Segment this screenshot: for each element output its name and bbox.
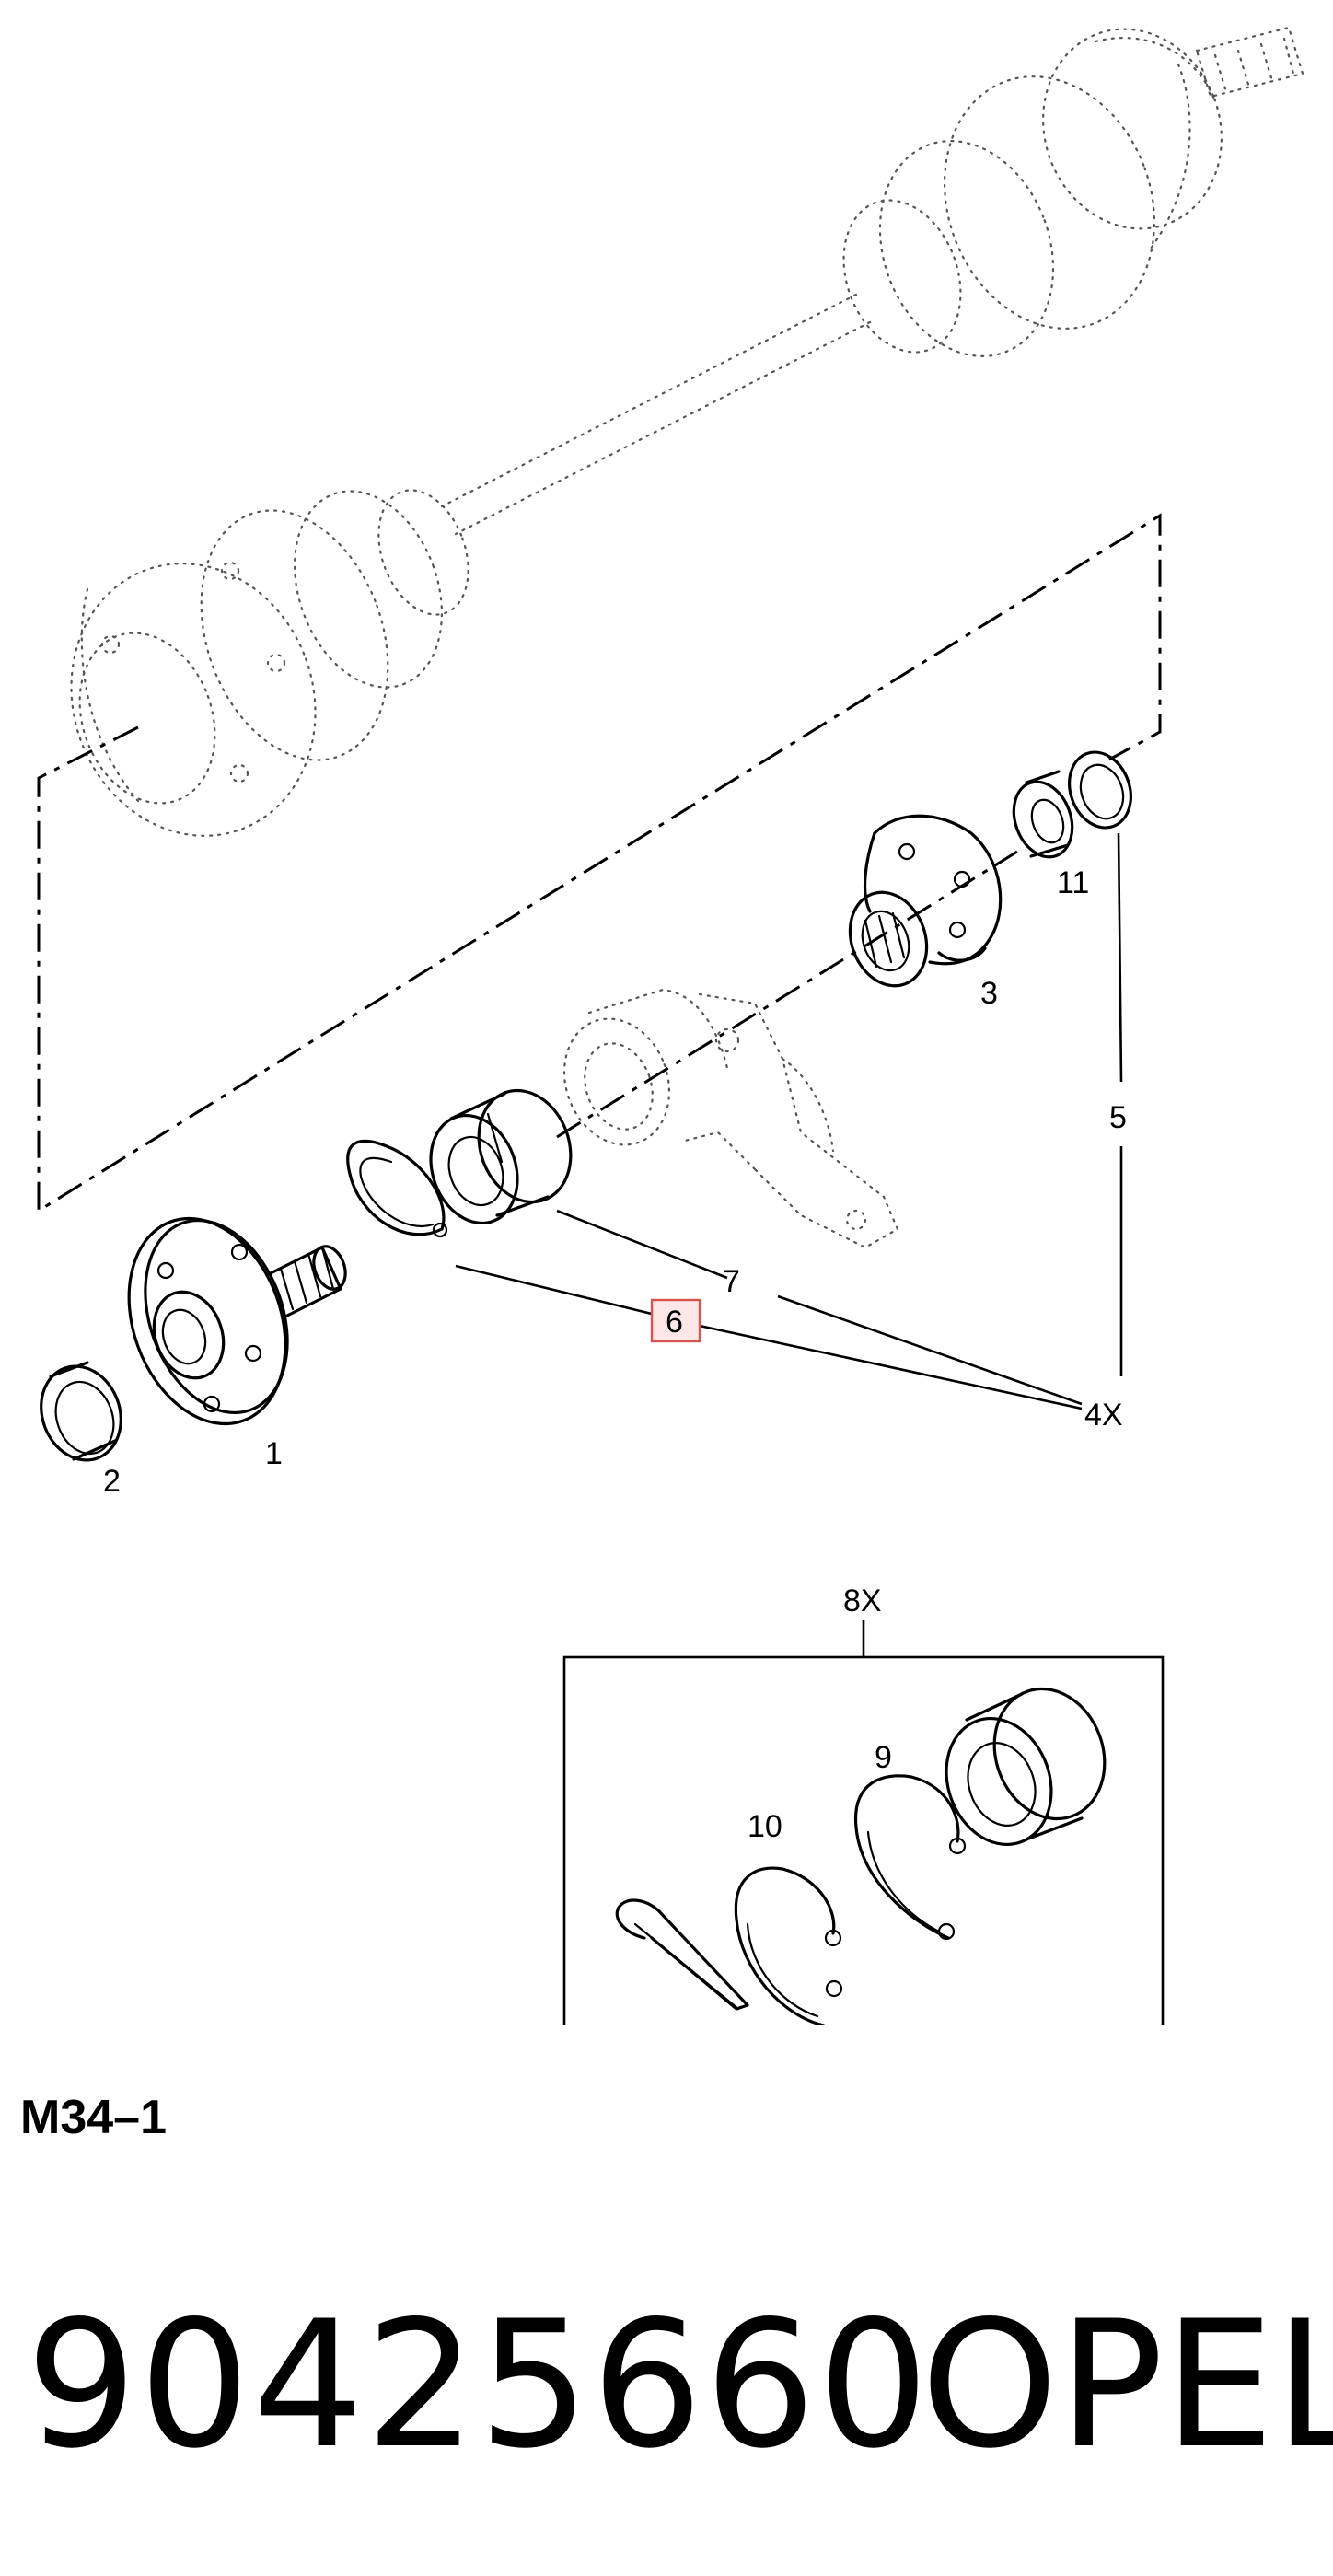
part-6-circlip xyxy=(346,1139,448,1238)
part-11-seal xyxy=(1012,770,1074,859)
callout-4x[interactable]: 4X xyxy=(1084,1398,1123,1433)
diagram-code: M34–1 xyxy=(20,2091,167,2144)
drive-shaft xyxy=(70,26,1304,837)
part-3-drive-flange xyxy=(848,814,1003,988)
callout-8x[interactable]: 8X xyxy=(843,1584,882,1619)
callout-11[interactable]: 11 xyxy=(1057,865,1089,900)
callout-6[interactable]: 6 xyxy=(666,1305,683,1340)
leader-lines xyxy=(455,832,1123,1410)
part-5-lock-ring xyxy=(1068,750,1132,830)
kit-box xyxy=(562,1620,1165,2025)
diagram-svg: 1 2 3 4X 5 6 7 8X 9 10 11 xyxy=(37,26,1304,2025)
part-number: 90425660 xyxy=(26,2283,932,2487)
callout-6-highlight[interactable] xyxy=(650,1298,701,1343)
callout-7[interactable]: 7 xyxy=(723,1264,740,1299)
callout-3[interactable]: 3 xyxy=(980,976,998,1011)
callout-10[interactable]: 10 xyxy=(748,1809,782,1844)
assembly-axis-lines xyxy=(37,513,1162,1213)
part-7-wheel-bearing xyxy=(429,1088,573,1225)
callout-1[interactable]: 1 xyxy=(265,1436,283,1471)
part-1-wheel-hub xyxy=(127,1216,347,1426)
callout-5[interactable]: 5 xyxy=(1109,1100,1127,1135)
steering-knuckle xyxy=(562,988,899,1249)
callout-9[interactable]: 9 xyxy=(875,1740,892,1775)
brand-name: OPEL xyxy=(921,2283,1333,2487)
callout-2[interactable]: 2 xyxy=(103,1464,121,1499)
part-2-dust-cap xyxy=(40,1361,122,1462)
callout-labels: 1 2 3 4X 5 6 7 8X 9 10 11 xyxy=(103,865,1127,1844)
